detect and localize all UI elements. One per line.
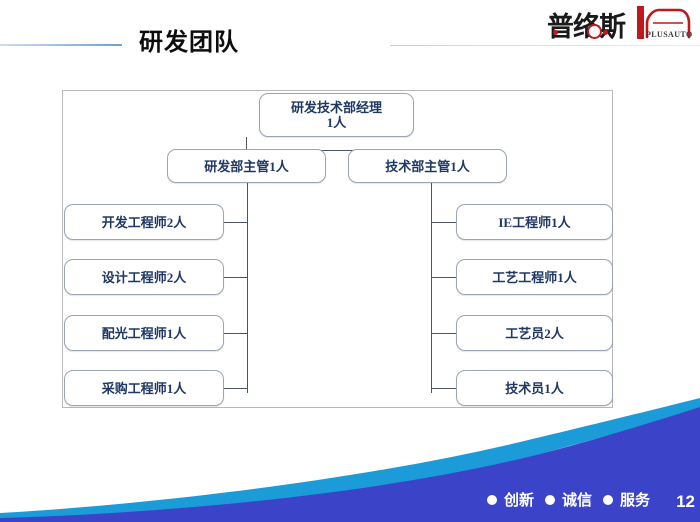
logo-ring-icon [587,24,602,39]
logo-accent-dot-left [553,30,558,35]
header-rule-left [0,44,122,46]
header-rule-right [390,45,700,46]
connector-right-branch-1 [431,222,456,223]
bullet-icon-2 [544,494,555,505]
logo-accent-dot-right [603,30,608,35]
page-title: 研发团队 [139,30,239,56]
connector-right-branch-3 [431,333,456,334]
footer-wave-banner: 创新 诚信 服务 12 [0,392,700,522]
org-node-left-4[interactable]: 采购工程师1人 [64,370,224,406]
connector-left-branch-4 [224,388,248,389]
connector-root-bus [247,150,431,151]
connector-right-branch-4 [431,388,456,389]
connector-right-branch-2 [431,277,456,278]
page-number: 12 [676,492,695,511]
connector-left-branch-1 [224,222,248,223]
org-node-manager[interactable]: 研发技术部经理 1人 [259,93,414,137]
org-node-right-1[interactable]: IE工程师1人 [456,204,613,240]
org-node-supervisor-rd[interactable]: 研发部主管1人 [167,149,326,183]
org-chart-frame: 研发技术部经理 1人 研发部主管1人 技术部主管1人 开发工程师2人 设计工程师… [62,90,613,408]
footer-tag-2: 诚信 [561,493,592,509]
org-node-right-3[interactable]: 工艺员2人 [456,315,613,351]
footer-wave-blue [0,407,700,522]
connector-left-branch-2 [224,277,248,278]
footer-tag-3: 服务 [619,493,650,509]
org-node-left-1[interactable]: 开发工程师2人 [64,204,224,240]
connector-right-trunk [431,183,432,393]
org-node-left-3[interactable]: 配光工程师1人 [64,315,224,351]
org-node-supervisor-tech[interactable]: 技术部主管1人 [348,149,507,183]
logo-english-text: PLUSAUTO [646,30,693,39]
footer-wave-cyan [0,398,700,521]
connector-left-trunk [247,183,248,393]
company-logo: 普络斯 PLUSAUTO [547,3,692,43]
org-node-right-2[interactable]: 工艺工程师1人 [456,259,613,295]
footer-tag-1: 创新 [503,493,534,509]
bullet-icon-3 [602,494,613,505]
footer-wave-svg [0,398,700,522]
connector-left-branch-3 [224,333,248,334]
logo-chinese-text: 普络斯 [547,12,626,42]
bullet-icon-1 [486,494,497,505]
org-node-left-2[interactable]: 设计工程师2人 [64,259,224,295]
car-icon [643,6,691,45]
org-node-right-4[interactable]: 技术员1人 [456,370,613,406]
connector-root-stem [246,137,247,151]
logo-red-bar [637,6,644,39]
footer-slogan-group: 创新 诚信 服务 [486,489,654,510]
